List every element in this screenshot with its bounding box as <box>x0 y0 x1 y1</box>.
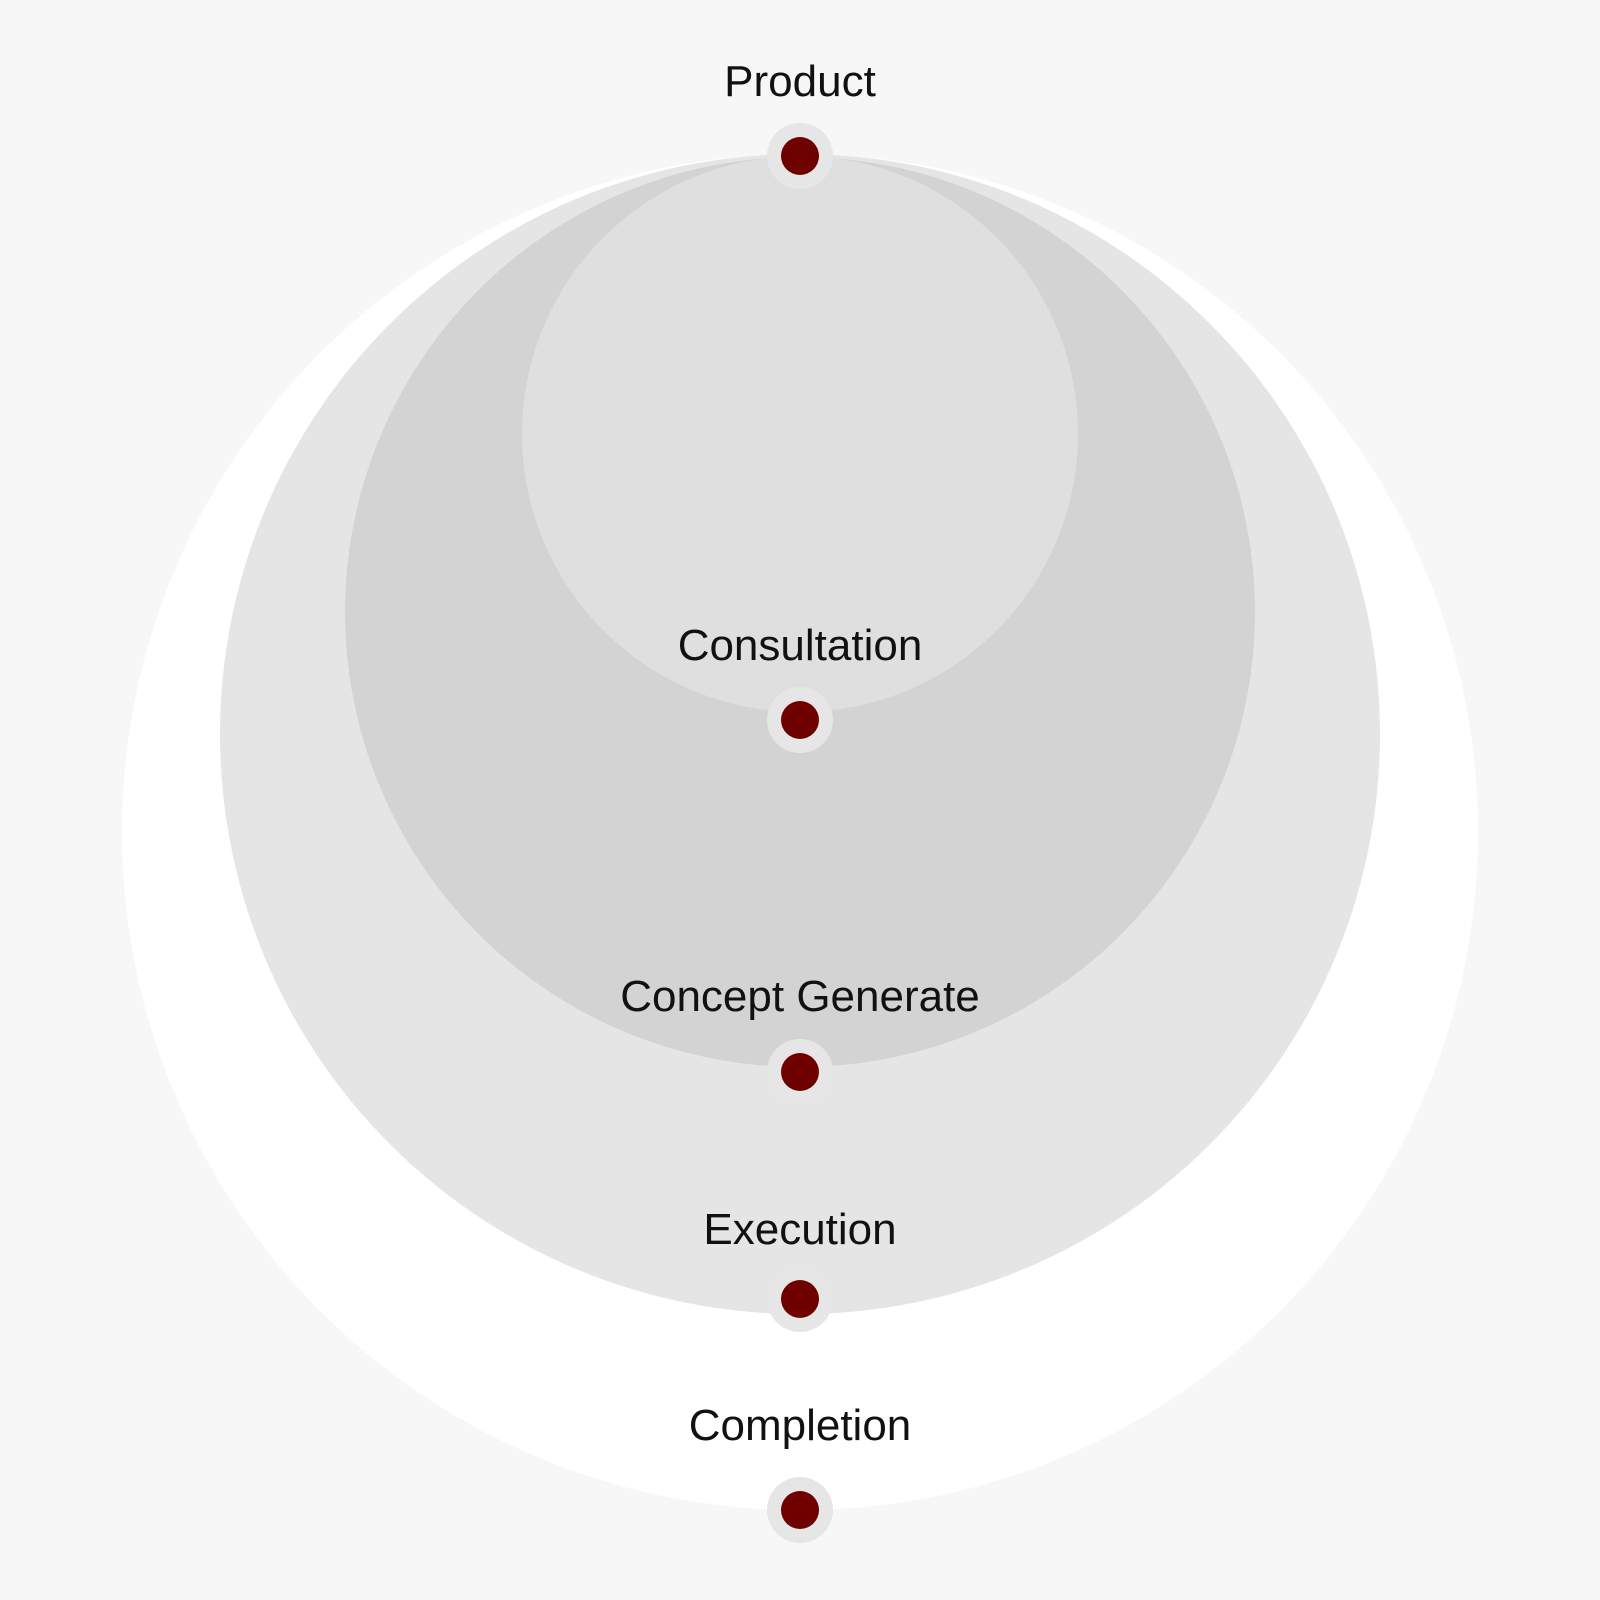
circle-consultation <box>522 156 1078 712</box>
marker-consultation <box>767 687 833 753</box>
marker-dot <box>781 1053 819 1091</box>
marker-completion <box>767 1477 833 1543</box>
marker-concept-generate <box>767 1039 833 1105</box>
label-concept-generate: Concept Generate <box>620 972 980 1021</box>
label-execution: Execution <box>703 1205 896 1254</box>
marker-execution <box>767 1266 833 1332</box>
marker-dot <box>781 137 819 175</box>
marker-dot <box>781 1280 819 1318</box>
label-completion: Completion <box>689 1401 912 1450</box>
label-consultation: Consultation <box>678 621 923 670</box>
marker-dot <box>781 1491 819 1529</box>
label-product: Product <box>724 57 876 106</box>
marker-product <box>767 123 833 189</box>
marker-dot <box>781 701 819 739</box>
